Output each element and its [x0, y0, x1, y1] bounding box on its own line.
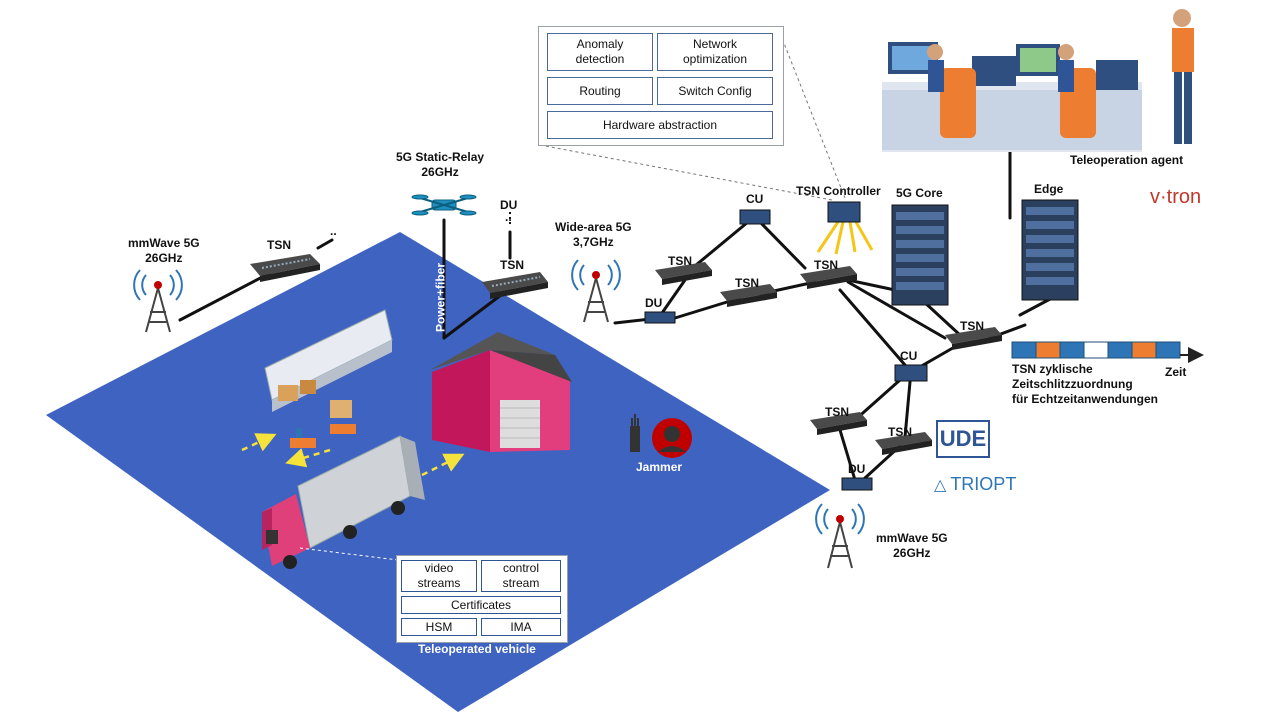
- 5g-core-rack: [891, 204, 949, 306]
- anomaly-detection-cell: Anomaly detection: [547, 33, 653, 71]
- tsn-switch-b: [720, 284, 777, 307]
- tsn-d-label: TSN: [960, 319, 984, 333]
- timeslot-caption: TSN zyklische Zeitschlitzzuordnung für E…: [1012, 362, 1159, 406]
- mmwave-tower-left: [133, 269, 183, 333]
- drone-relay-icon: [411, 194, 477, 216]
- network-links: [178, 148, 1054, 482]
- du-wide-label: DU: [645, 296, 663, 310]
- routing-cell: Routing: [547, 77, 653, 105]
- tsn-switch-f: [875, 432, 932, 455]
- jammer-label: Jammer: [636, 460, 683, 474]
- mmwave-bottom-label: mmWave 5G 26GHz: [876, 531, 948, 560]
- timeslot-3: [1083, 341, 1109, 359]
- timeslot-1: [1035, 341, 1061, 359]
- controller-zoom-lines: [539, 27, 846, 201]
- relay-label: 5G Static-Relay 26GHz: [396, 150, 485, 179]
- tsn-f-label: TSN: [888, 425, 912, 439]
- loading-trailer-icon: [264, 309, 393, 418]
- tsn-switch-d: [945, 327, 1002, 350]
- du-top-label: DU: [500, 198, 518, 212]
- triopt-word: TRIOPT: [950, 474, 1017, 494]
- ima-cell: IMA: [481, 618, 561, 636]
- teleoperation-center-icon: [882, 9, 1194, 152]
- triopt-logo: △ TRIOPT: [934, 474, 1016, 495]
- tsn-switch-c: [800, 266, 857, 289]
- tsn-a-label: TSN: [668, 254, 692, 268]
- tsn-b-label: TSN: [735, 276, 759, 290]
- power-fiber-label: Power+fiber: [433, 262, 448, 333]
- ude-logo: UDE: [936, 420, 990, 458]
- network-optimization-cell: Network optimization: [657, 33, 773, 71]
- triopt-triangle-icon: △: [934, 476, 947, 494]
- vck-word: logistics: [200, 602, 254, 620]
- cu-bottom-unit: [894, 364, 928, 382]
- cu-top-label: CU: [746, 192, 764, 206]
- mmwave-left-label: mmWave 5G 26GHz: [128, 236, 200, 265]
- vehicle-software-stack: video streams control stream Certificate…: [396, 555, 568, 643]
- tsn-switch-a: [655, 262, 712, 285]
- controller-software-stack: Anomaly detection Network optimization R…: [538, 26, 784, 146]
- tsn-switch-e: [810, 412, 867, 435]
- tsn-relay-label: TSN: [500, 258, 524, 272]
- vck-logistics-logo: VCK logistics: [152, 590, 253, 632]
- timeslot-2: [1059, 341, 1085, 359]
- tsn-c-label: TSN: [814, 258, 838, 272]
- tsn-e-label: TSN: [825, 405, 849, 419]
- hardware-abstraction-cell: Hardware abstraction: [547, 111, 773, 139]
- vtron-logo: v·tron: [1150, 186, 1202, 208]
- mmwave-tower-bottom: [815, 503, 865, 569]
- cu-bottom-label: CU: [900, 349, 918, 363]
- teleoperated-vehicle-label: Teleoperated vehicle: [418, 642, 536, 656]
- tsn-left-label: TSN: [267, 238, 291, 252]
- teleoperated-truck-icon: [262, 435, 425, 569]
- widearea-tower: [571, 259, 621, 323]
- zeit-label: Zeit: [1165, 365, 1187, 379]
- yard-dashed-arrows: [241, 433, 465, 477]
- control-stream-cell: control stream: [481, 560, 561, 592]
- warehouse-icon: [430, 332, 572, 452]
- dots-left: ..: [330, 224, 337, 238]
- vehicle-callout-line: [299, 547, 399, 561]
- tsn-controller-unit: [827, 201, 861, 223]
- du-bottom-label: DU: [848, 462, 866, 476]
- jammer-icon: [630, 414, 692, 458]
- tsn-controller-label: TSN Controller: [796, 184, 881, 198]
- tsn-switch-left: [250, 254, 320, 282]
- tsn-timeslot-bar: [1011, 341, 1181, 359]
- teleop-agent-label: Teleoperation agent: [1070, 153, 1184, 167]
- widearea-label: Wide-area 5G 3,7GHz: [555, 220, 632, 249]
- timeslot-5: [1131, 341, 1157, 359]
- edge-label: Edge: [1034, 182, 1064, 196]
- video-streams-cell: video streams: [401, 560, 477, 592]
- cu-top-unit: [739, 209, 771, 225]
- vck-mark: VCK: [152, 590, 194, 632]
- du-wide-unit: [644, 311, 676, 324]
- core-label: 5G Core: [896, 186, 943, 200]
- tsn-switch-relay: [482, 272, 548, 299]
- timeslot-6: [1155, 341, 1181, 359]
- controller-rays: [816, 221, 874, 255]
- hsm-cell: HSM: [401, 618, 477, 636]
- du-bottom-unit: [841, 477, 873, 491]
- timeslot-0: [1011, 341, 1037, 359]
- timeslot-4: [1107, 341, 1133, 359]
- edge-rack: [1021, 199, 1079, 301]
- certificates-cell: Certificates: [401, 596, 561, 614]
- dots-top: ..: [505, 210, 512, 224]
- switch-config-cell: Switch Config: [657, 77, 773, 105]
- logistics-yard-floor: [46, 232, 830, 712]
- agv-robots-icon: [290, 424, 356, 448]
